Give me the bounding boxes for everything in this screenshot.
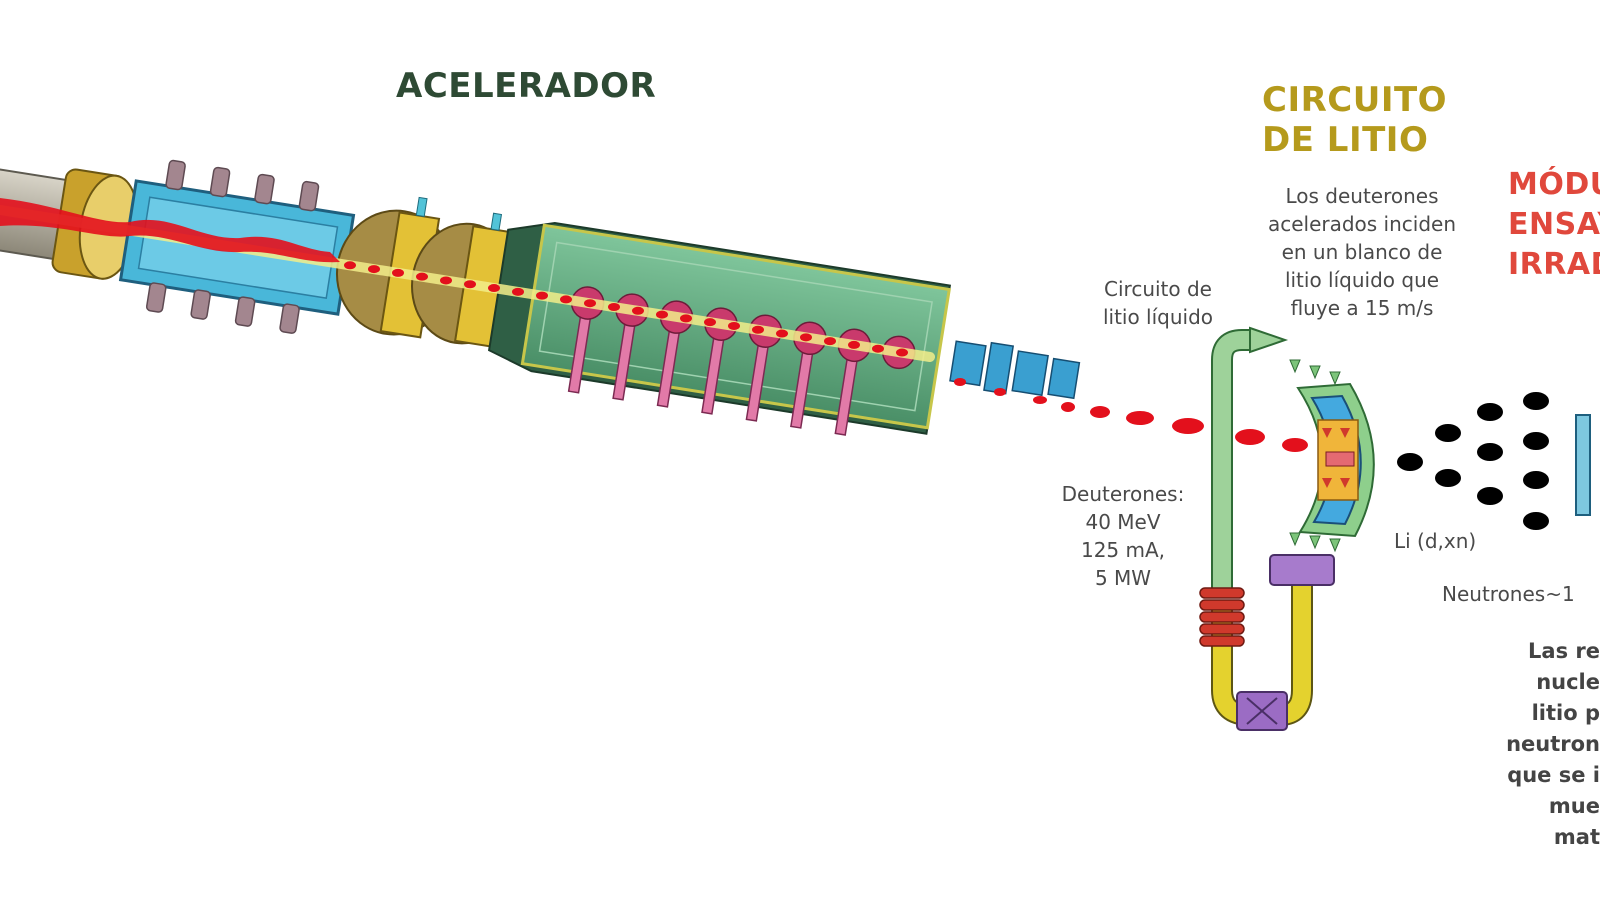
beam-transport-section [949, 340, 1081, 400]
module-title-line-3: IRRAD [1508, 247, 1600, 282]
beam-bunch [464, 280, 476, 289]
beam-bunch [680, 314, 692, 323]
deuteron-specs-line-4: 5 MW [1094, 566, 1152, 590]
accelerator-title: ACELERADOR [396, 66, 657, 106]
reactions-note-line-7: mat [1553, 825, 1600, 849]
beam-bunch [392, 268, 404, 277]
beam-bunch [704, 318, 716, 327]
module-title-line-1: MÓDU [1508, 167, 1600, 202]
circuit-label-line-2: litio líquido [1102, 305, 1214, 329]
pump-valve [1236, 691, 1288, 731]
beam-bunch [584, 299, 596, 308]
target-note-line-4: litio líquido que [1284, 268, 1440, 292]
beam-bunch [488, 284, 500, 293]
heat-exchanger-coil [1199, 587, 1245, 647]
test-module-title: MÓDU ENSAY IRRAD [1508, 165, 1600, 285]
reactions-note-line-2: nucle [1536, 670, 1600, 694]
lithium-target [1296, 382, 1375, 538]
beam-bunch [1061, 402, 1075, 412]
deuteron-specs-line-3: 125 mA, [1080, 538, 1166, 562]
beam-bunch [416, 272, 428, 281]
target-flow-arrows [1289, 359, 1341, 553]
module-title-line-2: ENSAY [1508, 207, 1600, 242]
liquid-lithium-circuit-label: Circuito de litio líquido [1088, 275, 1228, 331]
beam-bunch [512, 287, 524, 296]
ion-source [0, 167, 139, 280]
lithium-tank [1269, 554, 1335, 586]
beam-bunch [656, 310, 668, 319]
beam-bunches [344, 261, 1308, 452]
beam-bunch [848, 340, 860, 349]
beam-bunch [440, 276, 452, 285]
beam-envelope [0, 198, 340, 263]
beam-bunch [1172, 418, 1204, 434]
lithium-target-note: Los deuterones acelerados inciden en un … [1262, 182, 1462, 322]
target-note-line-5: fluye a 15 m/s [1290, 296, 1434, 320]
beam-bunch [954, 378, 966, 386]
beam-bunch [632, 306, 644, 315]
target-note-line-2: acelerados inciden [1267, 212, 1457, 236]
beam-bunch [800, 333, 812, 342]
lithium-title-line-1: CIRCUITO [1262, 80, 1448, 120]
reaction-label: Li (d,xn) [1394, 529, 1477, 553]
flow-arrow [1249, 326, 1289, 354]
beam-bunch [776, 329, 788, 338]
beam-bunch [824, 337, 836, 346]
beam-bunch [896, 348, 908, 357]
target-note-line-3: en un blanco de [1281, 240, 1443, 264]
beam-bunch [872, 344, 884, 353]
deuteron-specs: Deuterones: 40 MeV 125 mA, 5 MW [1058, 480, 1188, 592]
deuteron-specs-line-1: Deuterones: [1061, 482, 1185, 506]
beam-bunch [994, 388, 1006, 396]
beam-bunch [1126, 411, 1154, 425]
beam-bunch [1235, 429, 1265, 445]
beam-bunch [560, 295, 572, 304]
reactions-note-line-5: que se i [1507, 763, 1600, 787]
reactions-note-line-6: mue [1548, 794, 1600, 818]
deuteron-specs-line-2: 40 MeV [1085, 510, 1161, 534]
beam-bunch [1090, 406, 1110, 418]
target-note-line-1: Los deuterones [1285, 184, 1439, 208]
nuclear-reactions-note: Las re nucle litio p neutron que se i mu… [1476, 636, 1600, 853]
test-module-edge [1575, 414, 1591, 516]
neutrons-label: Neutrones~1 [1442, 582, 1575, 606]
beam-bunch [368, 265, 380, 274]
beam-bunch [728, 321, 740, 330]
lithium-loop [1199, 326, 1375, 731]
beam-bunch [344, 261, 356, 270]
beam-bunch [1033, 396, 1047, 404]
beam-bunch [536, 291, 548, 300]
reactions-note-line-4: neutron [1506, 732, 1600, 756]
circuit-label-line-1: Circuito de [1104, 277, 1212, 301]
beam-bunch [608, 303, 620, 312]
beam-bunch [1282, 438, 1308, 452]
beam-bunch [752, 325, 764, 334]
lithium-title-line-2: DE LITIO [1262, 120, 1429, 160]
reactions-note-line-3: litio p [1531, 701, 1600, 725]
lithium-circuit-title: CIRCUITO DE LITIO [1262, 80, 1448, 160]
reactions-note-line-1: Las re [1528, 639, 1600, 663]
linac-section [487, 221, 952, 436]
neutron-stream [1397, 392, 1549, 530]
